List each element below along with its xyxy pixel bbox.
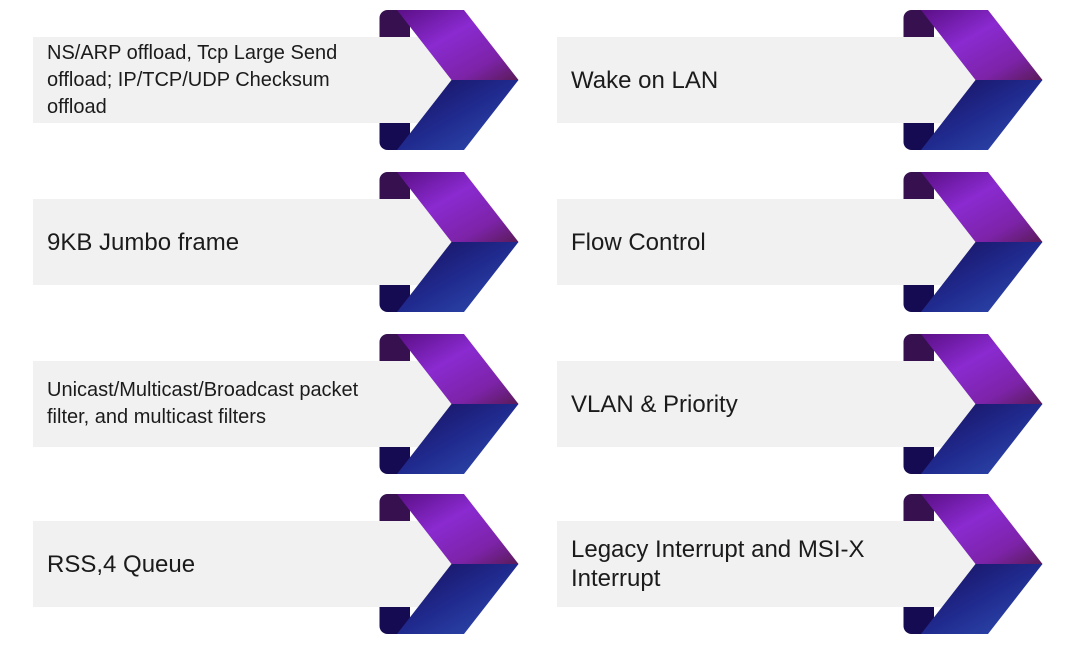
feature-bar: Flow Control bbox=[557, 199, 903, 285]
feature-item-vlan-priority: VLAN & Priority bbox=[557, 332, 1043, 476]
feature-bar: Unicast/Multicast/Broadcast packet filte… bbox=[33, 361, 379, 447]
chevron-arrow-icon bbox=[903, 170, 1043, 314]
feature-label: NS/ARP offload, Tcp Large Send offload; … bbox=[47, 41, 338, 118]
feature-label: Flow Control bbox=[571, 228, 706, 256]
feature-label: Unicast/Multicast/Broadcast packet filte… bbox=[47, 379, 359, 428]
feature-item-jumbo-frame: 9KB Jumbo frame bbox=[33, 170, 519, 314]
feature-label: Wake on LAN bbox=[571, 66, 719, 94]
feature-bar: RSS,4 Queue bbox=[33, 521, 379, 607]
feature-item-flow-control: Flow Control bbox=[557, 170, 1043, 314]
feature-item-offload: NS/ARP offload, Tcp Large Send offload; … bbox=[33, 8, 519, 152]
chevron-arrow-icon bbox=[379, 8, 519, 152]
feature-item-wake-on-lan: Wake on LAN bbox=[557, 8, 1043, 152]
chevron-arrow-icon bbox=[903, 492, 1043, 636]
feature-label: Legacy Interrupt and MSI-X Interrupt bbox=[571, 536, 865, 592]
feature-item-rss-queue: RSS,4 Queue bbox=[33, 492, 519, 636]
feature-item-interrupt: Legacy Interrupt and MSI-X Interrupt bbox=[557, 492, 1043, 636]
feature-bar: NS/ARP offload, Tcp Large Send offload; … bbox=[33, 37, 379, 123]
feature-item-packet-filter: Unicast/Multicast/Broadcast packet filte… bbox=[33, 332, 519, 476]
chevron-arrow-icon bbox=[379, 170, 519, 314]
chevron-arrow-icon bbox=[903, 332, 1043, 476]
feature-bar: Wake on LAN bbox=[557, 37, 903, 123]
feature-label: 9KB Jumbo frame bbox=[47, 228, 240, 256]
feature-bar: Legacy Interrupt and MSI-X Interrupt bbox=[557, 521, 903, 607]
chevron-arrow-icon bbox=[379, 492, 519, 636]
feature-bar: 9KB Jumbo frame bbox=[33, 199, 379, 285]
chevron-arrow-icon bbox=[903, 8, 1043, 152]
feature-label: VLAN & Priority bbox=[571, 390, 738, 418]
chevron-arrow-icon bbox=[379, 332, 519, 476]
feature-bar: VLAN & Priority bbox=[557, 361, 903, 447]
feature-label: RSS,4 Queue bbox=[47, 550, 196, 578]
